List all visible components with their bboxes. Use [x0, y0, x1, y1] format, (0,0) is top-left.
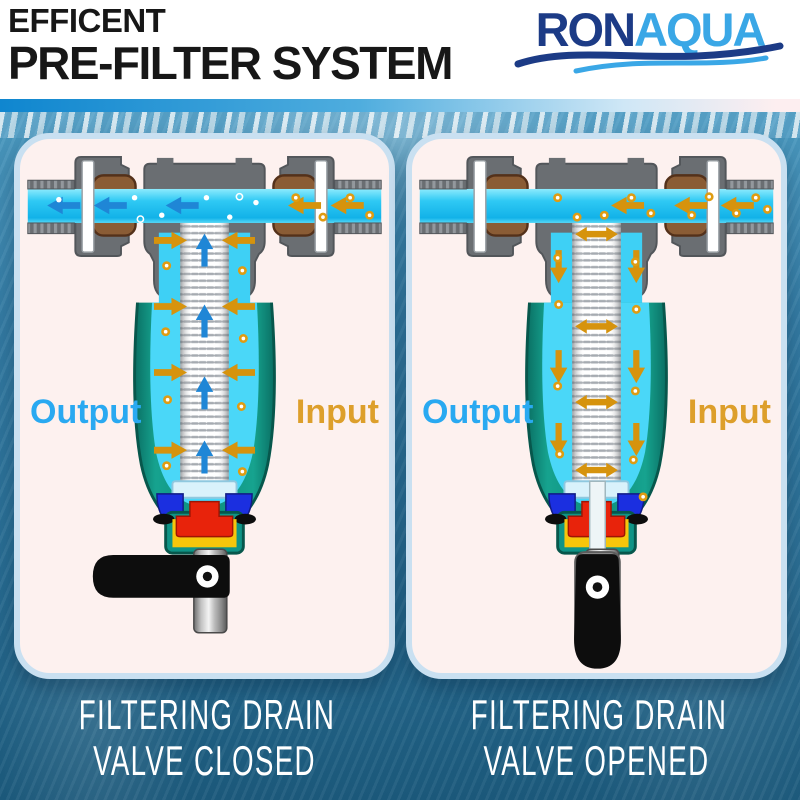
caption-line: FILTERING DRAIN: [470, 691, 728, 738]
drain-valve-handle-closed: [92, 555, 230, 598]
filter-body: [28, 157, 381, 553]
output-label: Output: [422, 393, 534, 431]
panel-valve-closed: Output Input: [14, 133, 395, 679]
brand-logo: RONAQUA: [510, 4, 790, 74]
filter-diagram-opened: [412, 139, 781, 669]
page-title: EFFICENT PRE-FILTER SYSTEM: [8, 2, 453, 89]
water-surface-band: [0, 99, 800, 112]
drain-valve-handle-opened: [574, 554, 621, 669]
caption-line: FILTERING DRAIN: [78, 691, 336, 738]
caption-valve-opened: FILTERING DRAIN VALVE OPENED: [470, 691, 728, 784]
brand-logo-part1: RON: [535, 3, 636, 56]
title-line-2: PRE-FILTER SYSTEM: [8, 37, 453, 89]
caption-valve-closed: FILTERING DRAIN VALVE CLOSED: [78, 691, 336, 784]
title-line-1: EFFICENT: [8, 2, 166, 39]
header: EFFICENT PRE-FILTER SYSTEM RONAQUA: [0, 0, 800, 100]
open-drain-channel: [588, 480, 606, 552]
caption-line: VALVE OPENED: [483, 737, 710, 784]
caption-line: VALVE CLOSED: [93, 737, 316, 784]
wave-icon: [514, 42, 784, 74]
brand-logo-part2: AQUA: [634, 3, 766, 56]
panel-valve-opened: Output Input: [406, 133, 787, 679]
output-label: Output: [30, 393, 142, 431]
input-label: Input: [687, 393, 771, 431]
input-label: Input: [295, 393, 379, 431]
brand-logo-text: RONAQUA: [510, 4, 790, 56]
filter-diagram-closed: [20, 139, 389, 634]
